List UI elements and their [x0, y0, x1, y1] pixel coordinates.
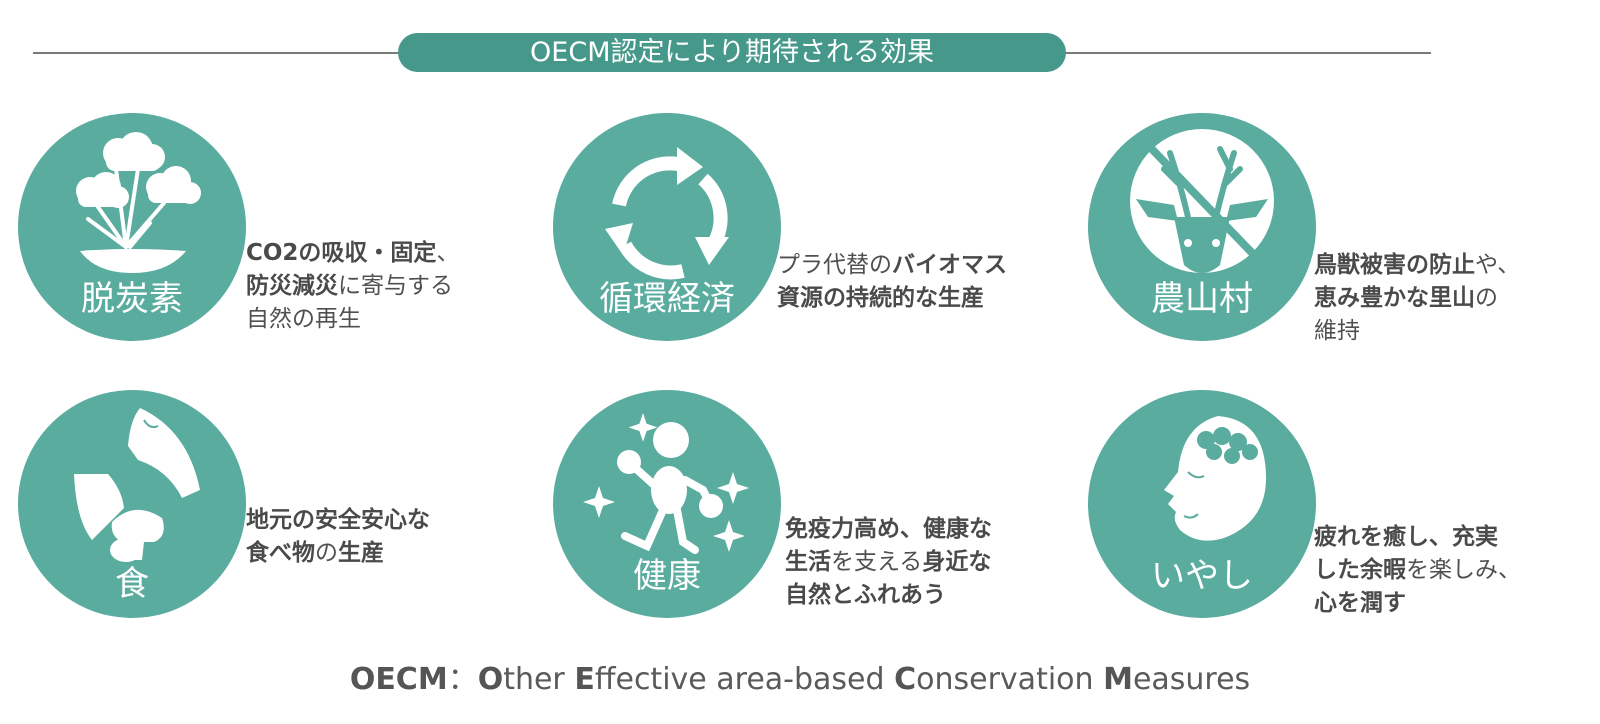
description-line: 食べ物の生産 [246, 540, 384, 566]
description-line: 自然の再生 [246, 306, 361, 332]
description-line: 防災減災に寄与する [246, 273, 453, 299]
effect-item-rural-village: 農山村 鳥獣被害の防止や、恵み豊かな里山の維持 [1088, 113, 1600, 353]
oecm-definition-footer: OECM：Other Effective area-based Conserva… [349, 662, 1251, 697]
effect-circle: 農山村 [1088, 113, 1316, 341]
description-line: 心を潤す [1314, 590, 1406, 616]
effect-description: 地元の安全安心な食べ物の生産 [246, 504, 430, 570]
circle-label: 脱炭素 [81, 279, 183, 319]
effect-description: 鳥獣被害の防止や、恵み豊かな里山の維持 [1314, 249, 1520, 348]
description-line: 免疫力高め、健康な [785, 516, 992, 542]
food-icon [74, 408, 200, 562]
description-line: 資源の持続的な生産 [777, 285, 984, 311]
description-line: 鳥獣被害の防止や、 [1314, 252, 1521, 278]
circle-label: 健康 [633, 556, 701, 596]
effect-circle: 脱炭素 [18, 113, 246, 341]
effect-circle: 健康 [553, 390, 781, 618]
description-line: 自然とふれあう [785, 582, 946, 608]
effect-circle: 食 [18, 390, 246, 618]
relaxed-head-icon [1164, 416, 1266, 541]
description-line: 生活を支える身近な [785, 549, 992, 575]
effect-item-food: 食 地元の安全安心な食べ物の生産 [18, 390, 538, 630]
description-line: CO2の吸収・固定、 [246, 240, 460, 266]
description-line: した余暇を楽しみ、 [1314, 557, 1521, 583]
description-line: 恵み豊かな里山の [1314, 285, 1498, 311]
effect-item-healing: いやし 疲れを癒し、充実した余暇を楽しみ、心を潤す [1088, 390, 1600, 630]
effect-item-health: 健康 免疫力高め、健康な生活を支える身近な自然とふれあう [553, 390, 1073, 630]
effect-item-circular-economy: 循環経済 プラ代替のバイオマス資源の持続的な生産 [553, 113, 1073, 353]
recycle-arrows-icon [605, 147, 729, 280]
effect-circle: いやし [1088, 390, 1316, 618]
effect-circle: 循環経済 [553, 113, 781, 341]
effect-description: プラ代替のバイオマス資源の持続的な生産 [777, 249, 1007, 315]
description-line: 疲れを癒し、充実 [1314, 524, 1498, 550]
description-line: プラ代替のバイオマス [777, 252, 1007, 278]
effect-item-decarbonization: 脱炭素 CO2の吸収・固定、防災減災に寄与する自然の再生 [18, 113, 538, 353]
circle-label: いやし [1151, 556, 1253, 596]
description-line: 維持 [1314, 318, 1360, 344]
effect-description: CO2の吸収・固定、防災減災に寄与する自然の再生 [246, 237, 459, 336]
page-title: OECM認定により期待される効果 [398, 33, 1066, 72]
tree-icon [76, 132, 201, 273]
effect-description: 疲れを癒し、充実した余暇を楽しみ、心を潤す [1314, 521, 1521, 620]
no-deer-icon [1130, 129, 1274, 273]
effect-description: 免疫力高め、健康な生活を支える身近な自然とふれあう [785, 513, 992, 612]
running-person-icon [583, 413, 749, 554]
circle-label: 循環経済 [599, 279, 735, 319]
description-line: 地元の安全安心な [246, 507, 430, 533]
circle-label: 食 [115, 564, 149, 604]
circle-label: 農山村 [1151, 279, 1253, 319]
